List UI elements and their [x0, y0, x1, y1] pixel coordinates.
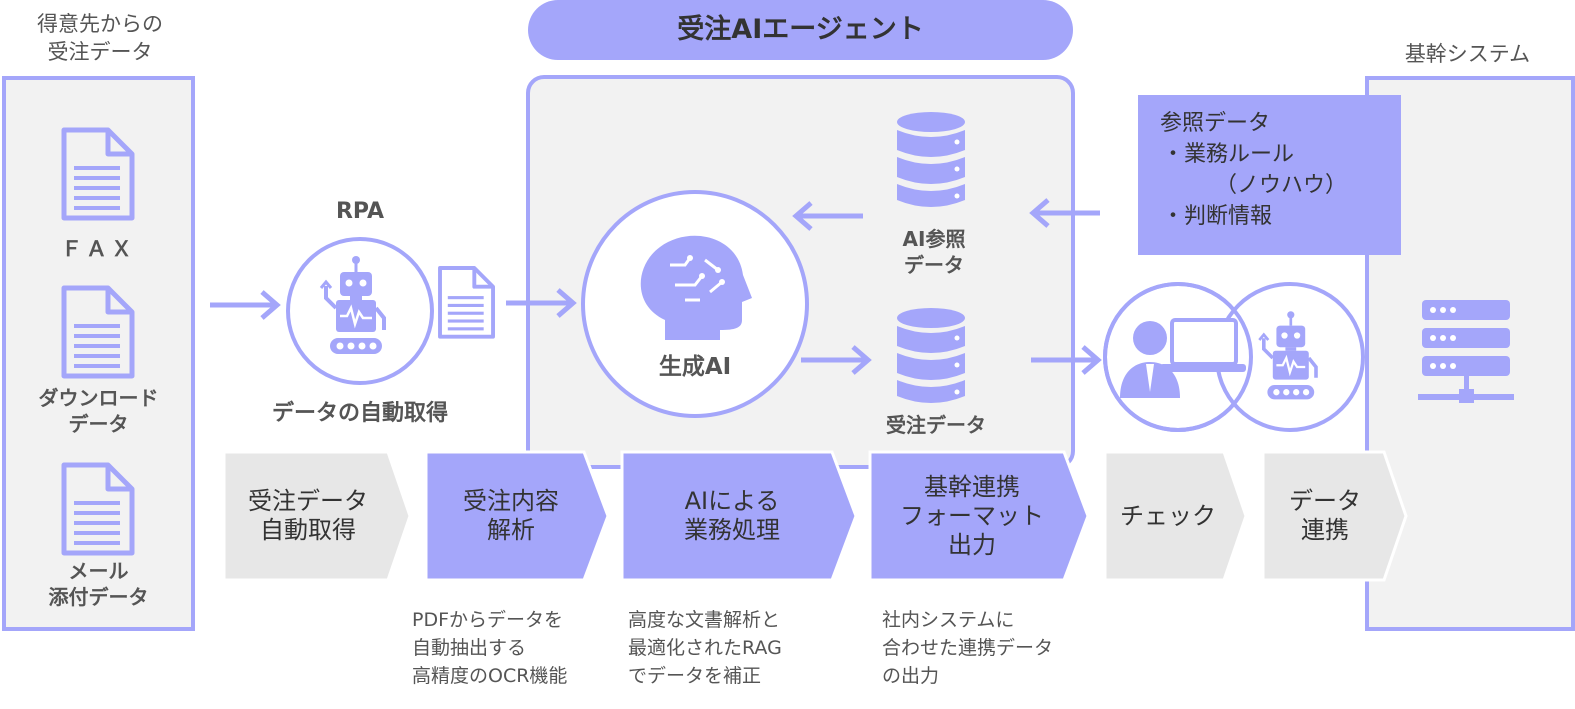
step-chevron-2 [424, 450, 610, 582]
core-system-title: 基幹システム [1404, 42, 1531, 66]
agent-title: 受注AIエージェント [677, 14, 924, 45]
ai-reference-data-label: AI参照 データ [902, 227, 966, 277]
reference-data-line-1: ・業務ルール [1162, 142, 1295, 167]
step-chevron-1 [222, 450, 412, 582]
core-system-panel [1365, 76, 1575, 631]
step-note-2: PDFからデータを 自動抽出する 高精度のOCR機能 [412, 609, 568, 687]
arrow-source-to-rpa [210, 292, 277, 318]
step-note-4: 社内システムに 合わせた連携データ の出力 [882, 609, 1054, 687]
reference-data-box [1138, 95, 1401, 255]
step-label-4: 基幹連携 フォーマット 出力 [900, 472, 1044, 559]
step-chevron-5 [1103, 450, 1248, 582]
reference-data-text: 参照データ ・業務ルール （ノウハウ） ・判断情報 [1160, 108, 1395, 232]
step-label-1: 受注データ 自動取得 [248, 487, 368, 544]
rpa-title: RPA [335, 199, 385, 224]
source-item-download: ダウンロード データ [38, 386, 159, 436]
source-item-mail: メール 添付データ [48, 559, 149, 609]
rpa-output-document-icon [438, 266, 495, 339]
generative-ai-label: 生成AI [658, 354, 732, 380]
reference-data-line-2: （ノウハウ） [1215, 173, 1348, 198]
step-chevron-3 [620, 450, 858, 582]
source-panel [2, 76, 195, 631]
agent-title-pill [528, 0, 1073, 60]
brain-head-icon [640, 235, 752, 340]
rpa-caption: データの自動取得 [271, 401, 448, 426]
step-label-5: チェック [1120, 501, 1216, 530]
step-chevron-6 [1261, 450, 1408, 582]
person-laptop-icon [1120, 318, 1246, 398]
step-label-2: 受注内容 解析 [463, 487, 559, 544]
server-icon [1418, 300, 1514, 403]
step-label-3: AIによる 業務処理 [684, 487, 780, 544]
source-title: 得意先からの 受注データ [37, 12, 163, 64]
step-label-6: データ 連携 [1289, 487, 1361, 544]
order-data-label: 受注データ [886, 413, 986, 437]
source-item-fax: ＦＡＸ [61, 237, 136, 261]
reference-data-title: 参照データ [1160, 111, 1271, 136]
step-chevron-4 [868, 450, 1090, 582]
reference-data-line-3: ・判断情報 [1162, 204, 1273, 229]
step-note-3: 高度な文書解析と 最適化されたRAG でデータを補正 [628, 609, 782, 687]
